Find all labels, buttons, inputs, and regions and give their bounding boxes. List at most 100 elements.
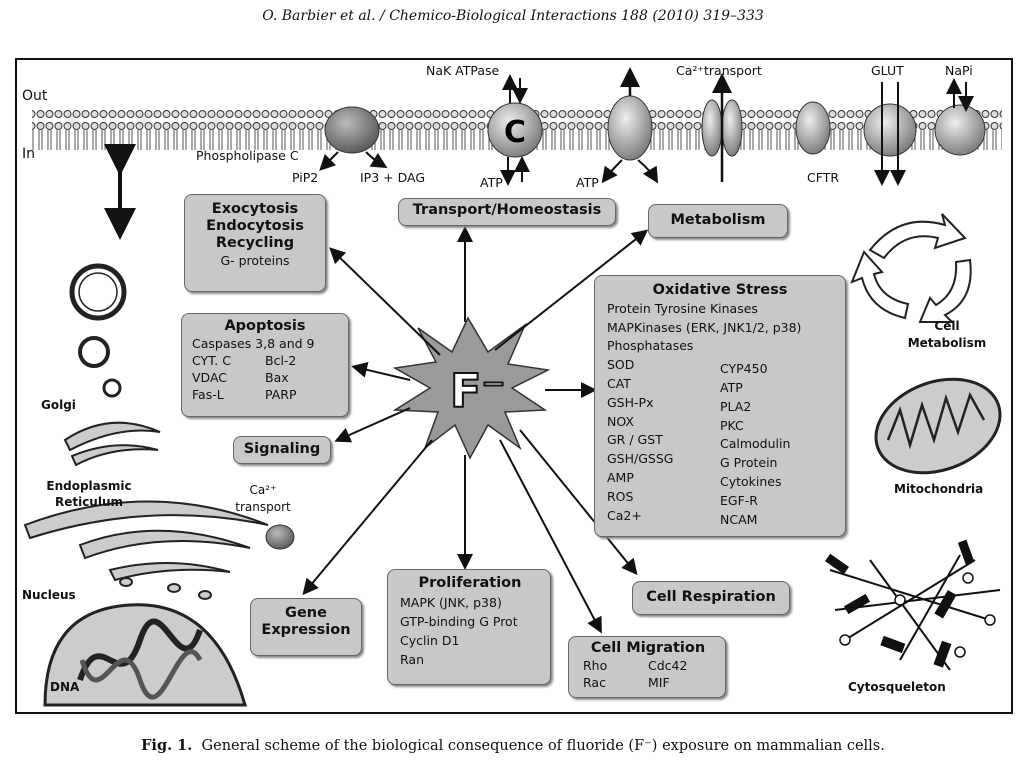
apoptosis-row: Fas-L PARP <box>192 386 338 403</box>
dna-label: DNA <box>50 680 80 694</box>
transport-label: Transport/Homeostasis <box>412 202 602 218</box>
effect-arrows <box>302 226 649 634</box>
oxidative-right-column: CYP450 ATP PLA2 PKC Calmodulin G Protein… <box>720 356 833 529</box>
nak-atpase-label: NaK ATPase <box>426 63 500 78</box>
proliferation-item: Ran <box>400 652 424 667</box>
in-label: In <box>22 146 36 162</box>
caption-label: Fig. 1. <box>141 737 193 754</box>
phospholipase-c-label: Phospholipase C <box>196 148 299 163</box>
ip3-dag-label: IP3 + DAG <box>360 170 426 185</box>
apoptosis-title: Apoptosis <box>224 318 306 334</box>
glut-label: GLUT <box>871 63 904 78</box>
golgi-label: Golgi <box>41 398 76 412</box>
oxidative-stress-title: Oxidative Stress <box>652 282 788 298</box>
ca-label-line: Ca²⁺ <box>249 483 277 497</box>
glut-icon <box>863 82 917 186</box>
atp-label-2: ATP <box>576 175 599 190</box>
caption-text: General scheme of the biological consequ… <box>201 738 885 754</box>
atp-channel-icon <box>601 67 659 184</box>
oxidative-item: G Protein <box>720 455 778 471</box>
nucleus-dna-icon <box>43 603 247 707</box>
fluoride-label: F⁻ <box>449 363 507 419</box>
calcium-pump-icon <box>265 524 295 550</box>
out-label: Out <box>22 88 48 104</box>
apoptosis-cell: PARP <box>265 387 297 402</box>
signaling-box: Signaling <box>233 436 331 464</box>
cytoskeleton-icon <box>824 539 1001 671</box>
oxidative-line: Phosphatases <box>607 338 694 354</box>
oxidative-item: NCAM <box>720 511 758 527</box>
cytoskeleton-label: Cytosqueleton <box>848 680 946 694</box>
migration-cell: Rho <box>583 658 608 673</box>
nucleus-label: Nucleus <box>22 588 76 602</box>
oxidative-item: PLA2 <box>720 398 752 414</box>
oxidative-item: GSH/GSSG <box>607 451 674 467</box>
cell-migration-title: Cell Migration <box>590 640 706 656</box>
oxidative-item: GSH-Px <box>607 394 654 410</box>
oxidative-line: Protein Tyrosine Kinases <box>607 300 758 316</box>
er-label: Endoplasmic Reticulum <box>40 478 138 510</box>
apoptosis-cell: Fas-L <box>192 387 224 402</box>
oxidative-left-column: SOD CAT GSH-Px NOX GR / GST GSH/GSSG AMP… <box>607 356 720 529</box>
proliferation-title: Proliferation <box>418 575 522 591</box>
nucleus-envelope-icon <box>23 500 269 600</box>
proliferation-box: Proliferation MAPK (JNK, p38) GTP-bindin… <box>387 569 551 685</box>
recycling-label: Recycling <box>215 235 295 251</box>
ca-label-line: transport <box>235 500 291 514</box>
cell-respiration-label: Cell Respiration <box>646 589 776 605</box>
er-ca-transport-label: Ca²⁺ transport <box>228 482 298 516</box>
oxidative-item: AMP <box>607 469 634 485</box>
ca-transport-label: Ca²⁺transport <box>676 63 762 78</box>
proliferation-item: GTP-binding G Prot <box>400 614 518 629</box>
cell-metabolism-cycle-icon <box>850 213 972 323</box>
apoptosis-cell: Bax <box>265 370 289 385</box>
cftr-icon <box>795 101 831 155</box>
cell-metabolism-label: Cell Metabolism <box>900 318 994 352</box>
metabolism-box: Metabolism <box>648 204 788 238</box>
nak-atpase-icon: C <box>487 74 543 186</box>
golgi-vesicles-icon <box>69 263 127 398</box>
pip2-label: PiP2 <box>292 170 319 185</box>
oxidative-item: EGF-R <box>720 492 758 508</box>
oxidative-item: Calmodulin <box>720 436 791 452</box>
proliferation-item: Cyclin D1 <box>400 633 460 648</box>
cell-respiration-box: Cell Respiration <box>632 581 790 615</box>
cftr-label: CFTR <box>807 170 840 185</box>
caspases-label: Caspases 3,8 and 9 <box>192 336 315 351</box>
apoptosis-row: VDAC Bax <box>192 369 338 386</box>
transport-box: Transport/Homeostasis <box>398 198 616 226</box>
atp-label-1: ATP <box>480 175 503 190</box>
oxidative-item: GR / GST <box>607 432 663 448</box>
oxidative-item: PKC <box>720 417 744 433</box>
migration-row: Rho Cdc42 <box>583 657 713 674</box>
cell-metabolism-line: Cell <box>934 319 960 333</box>
exocytosis-label: Exocytosis <box>211 201 299 217</box>
er-label-line: Endoplasmic <box>46 479 132 493</box>
oxidative-item: CAT <box>607 375 631 391</box>
apoptosis-cell: VDAC <box>192 370 228 385</box>
gene-expression-box: Gene Expression <box>250 598 362 656</box>
expression-label: Expression <box>261 622 351 638</box>
oxidative-item: Ca2+ <box>607 507 642 523</box>
oxidative-item: NOX <box>607 413 634 429</box>
oxidative-item: ROS <box>607 488 634 504</box>
apoptosis-cell: Bcl-2 <box>265 353 297 368</box>
oxidative-item: Cytokines <box>720 473 782 489</box>
oxidative-item: SOD <box>607 357 635 373</box>
napi-icon <box>934 78 986 156</box>
oxidative-item: ATP <box>720 379 743 395</box>
exocytosis-box: Exocytosis Endocytosis Recycling G- prot… <box>184 194 326 292</box>
oxidative-item: CYP450 <box>720 361 768 377</box>
svg-text:C: C <box>504 115 526 150</box>
gene-label: Gene <box>285 605 327 621</box>
fluoride-star-icon <box>392 316 551 460</box>
migration-cell: Cdc42 <box>648 658 688 673</box>
migration-cell: MIF <box>648 675 670 690</box>
journal-header: O. Barbier et al. / Chemico-Biological I… <box>262 8 764 24</box>
napi-label: NaPi <box>945 63 973 78</box>
oxidative-columns: SOD CAT GSH-Px NOX GR / GST GSH/GSSG AMP… <box>607 356 833 529</box>
endocytosis-label: Endocytosis <box>206 218 304 234</box>
